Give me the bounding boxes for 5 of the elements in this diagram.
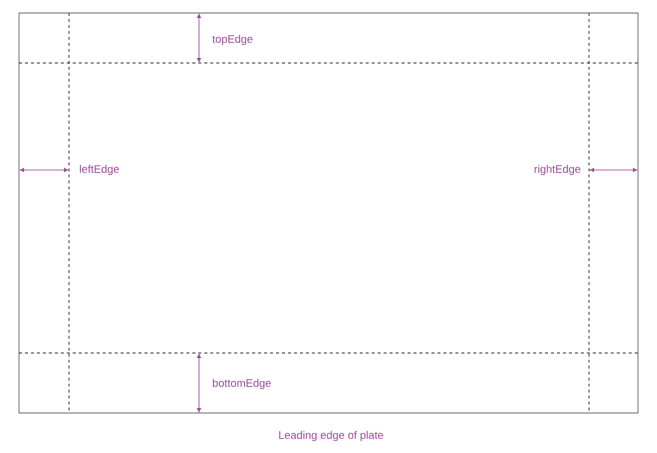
- dimension-label: leftEdge: [80, 164, 119, 176]
- dimension-label: bottomEdge: [212, 378, 271, 390]
- dimension-label: rightEdge: [534, 164, 580, 176]
- caption: Leading edge of plate: [279, 430, 384, 442]
- dimension-label: topEdge: [212, 34, 253, 46]
